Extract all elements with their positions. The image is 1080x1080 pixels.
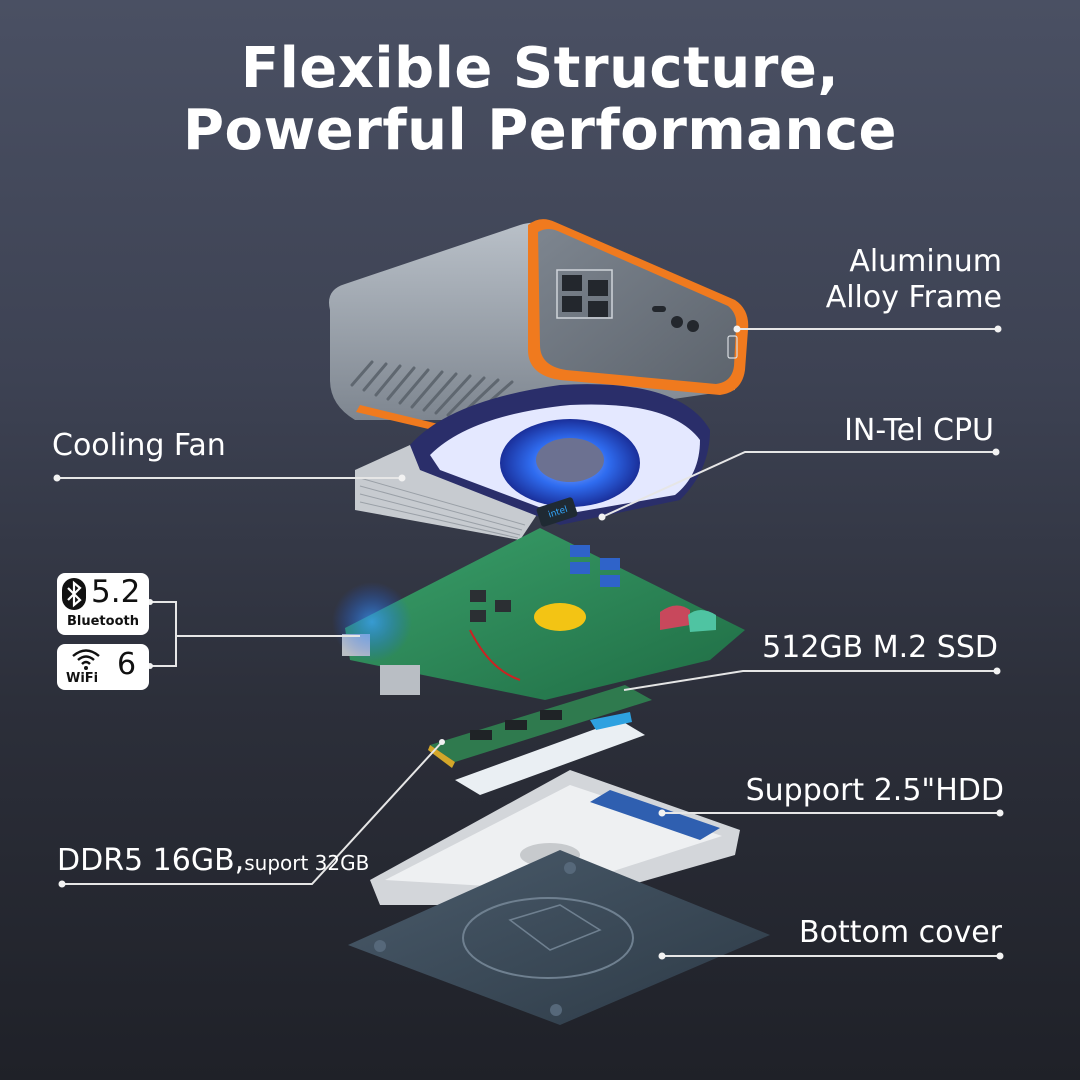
callout-ram-main: DDR5 16GB, (57, 843, 245, 878)
title-line-2: Powerful Performance (182, 98, 898, 163)
page-title: Flexible Structure, Powerful Performance (0, 38, 1080, 162)
bottom-cover (348, 850, 770, 1025)
callout-ram: DDR5 16GB,suport 32GB (57, 843, 369, 881)
bluetooth-icon (62, 578, 86, 610)
callout-lines (57, 328, 1000, 957)
m2-ssd (455, 712, 645, 795)
callout-bottom-cover: Bottom cover (799, 915, 1002, 950)
bluetooth-version: 5.2 (91, 574, 141, 610)
callout-aluminum-frame-line2: Alloy Frame (825, 280, 1002, 315)
bluetooth-label: Bluetooth (67, 614, 139, 629)
callout-cooling-fan: Cooling Fan (52, 428, 226, 463)
callout-cpu: IN-Tel CPU (844, 413, 994, 448)
motherboard (332, 528, 745, 700)
cooling-fan: intel (355, 384, 710, 540)
bluetooth-badge: 5.2 Bluetooth (57, 573, 149, 635)
callout-hdd: Support 2.5"HDD (745, 773, 1004, 808)
wifi-icon (72, 649, 100, 670)
callout-ssd: 512GB M.2 SSD (762, 630, 998, 665)
wifi-label: WiFi (66, 671, 99, 686)
hdd-2-5-inch (370, 770, 740, 905)
callout-ram-sub: suport 32GB (244, 851, 370, 875)
title-line-1: Flexible Structure, (240, 36, 840, 101)
callout-dots (53, 325, 1004, 960)
wifi-badge: 6 WiFi (57, 644, 149, 690)
aluminum-chassis (329, 219, 749, 434)
wifi-version: 6 (117, 647, 137, 682)
callout-aluminum-frame: Aluminum Alloy Frame (826, 244, 1002, 316)
callout-aluminum-frame-line1: Aluminum (849, 244, 1002, 279)
